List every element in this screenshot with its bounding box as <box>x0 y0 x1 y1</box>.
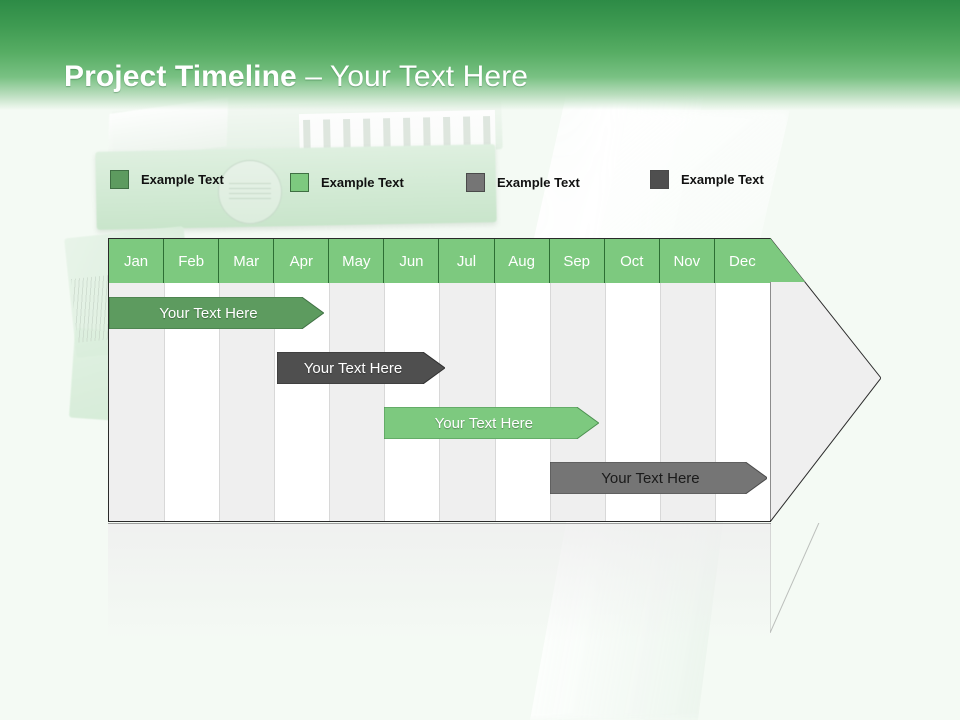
month-column-jan: Jan <box>109 239 165 521</box>
task-bar-shape-2 <box>277 352 445 384</box>
task-bar-shape-3 <box>384 407 600 439</box>
legend-item-4[interactable]: Example Text <box>650 170 764 189</box>
binder-ring-icon <box>218 160 282 224</box>
legend-label-2: Example Text <box>321 175 404 190</box>
task-bar-4[interactable]: Your Text Here <box>549 462 768 494</box>
task-bar-2[interactable]: Your Text Here <box>277 352 445 384</box>
paper-tab-right <box>444 158 466 216</box>
task-bar-label-3: Your Text Here <box>434 414 534 432</box>
task-bar-3[interactable]: Your Text Here <box>384 407 600 439</box>
legend-swatch-light-green <box>290 173 309 192</box>
page-title-rest: – Your Text Here <box>296 60 529 93</box>
month-column-mar: Mar <box>219 239 275 521</box>
month-header-sep[interactable]: Sep <box>549 239 605 283</box>
month-header-aug[interactable]: Aug <box>494 239 550 283</box>
chart-reflection-arrow <box>770 523 820 633</box>
page-title: Project Timeline – Your Text Here <box>64 60 528 94</box>
month-header-nov[interactable]: Nov <box>659 239 715 283</box>
legend-item-2[interactable]: Example Text <box>290 173 404 192</box>
month-column-feb: Feb <box>164 239 220 521</box>
timeline-arrow-tip <box>770 238 881 522</box>
chart-reflection <box>108 523 771 643</box>
legend-swatch-dark-gray <box>650 170 669 189</box>
month-header-may[interactable]: May <box>329 239 385 283</box>
task-bar-label-1: Your Text Here <box>159 304 258 322</box>
legend-item-1[interactable]: Example Text <box>110 170 224 189</box>
legend-swatch-dark-green <box>110 170 129 189</box>
task-bar-shape-1 <box>109 297 324 329</box>
legend-swatch-medium-gray <box>466 173 485 192</box>
legend-item-3[interactable]: Example Text <box>466 173 580 192</box>
task-bar-label-2: Your Text Here <box>303 359 403 377</box>
month-header-jun[interactable]: Jun <box>384 239 440 283</box>
month-header-mar[interactable]: Mar <box>219 239 275 283</box>
task-bar-label-4: Your Text Here <box>601 469 700 487</box>
paper-stack <box>298 109 498 219</box>
month-column-jul: Jul <box>439 239 495 521</box>
month-header-jan[interactable]: Jan <box>109 239 165 283</box>
month-header-jul[interactable]: Jul <box>439 239 495 283</box>
month-column-aug: Aug <box>494 239 550 521</box>
title-band <box>0 0 960 110</box>
legend-label-1: Example Text <box>141 172 224 187</box>
chart-baseline <box>108 523 771 524</box>
month-header-feb[interactable]: Feb <box>164 239 220 283</box>
task-bar-shape-4 <box>549 462 768 494</box>
legend-label-3: Example Text <box>497 175 580 190</box>
month-header-dec[interactable]: Dec <box>714 239 770 283</box>
page-title-strong: Project Timeline <box>64 60 297 93</box>
month-header-oct[interactable]: Oct <box>604 239 660 283</box>
legend-label-4: Example Text <box>681 172 764 187</box>
month-header-apr[interactable]: Apr <box>274 239 330 283</box>
task-bar-1[interactable]: Your Text Here <box>109 297 324 329</box>
